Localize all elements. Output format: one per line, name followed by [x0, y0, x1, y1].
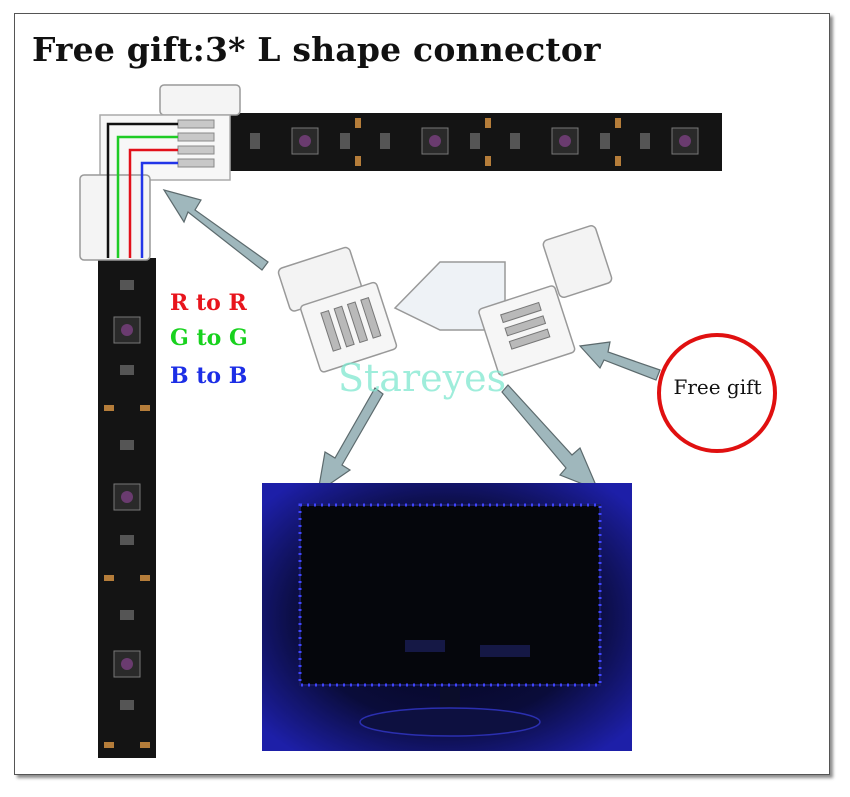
- vertical-led-strip: [98, 258, 156, 758]
- pointer-arrows: [162, 189, 661, 494]
- free-l-connector: [277, 225, 613, 376]
- legend-red: R to R: [170, 290, 247, 316]
- page-title: Free gift:3* L shape connector: [32, 30, 601, 69]
- watermark-text: Stareyes: [338, 356, 507, 400]
- horizontal-led-strip: [212, 113, 722, 171]
- free-gift-label: Free gift: [673, 375, 762, 399]
- tv-backlight-photo: [262, 483, 632, 751]
- legend-green: G to G: [170, 325, 248, 351]
- free-gift-circle: [657, 333, 777, 453]
- legend-blue: B to B: [170, 363, 248, 389]
- installed-l-connector: [79, 84, 241, 261]
